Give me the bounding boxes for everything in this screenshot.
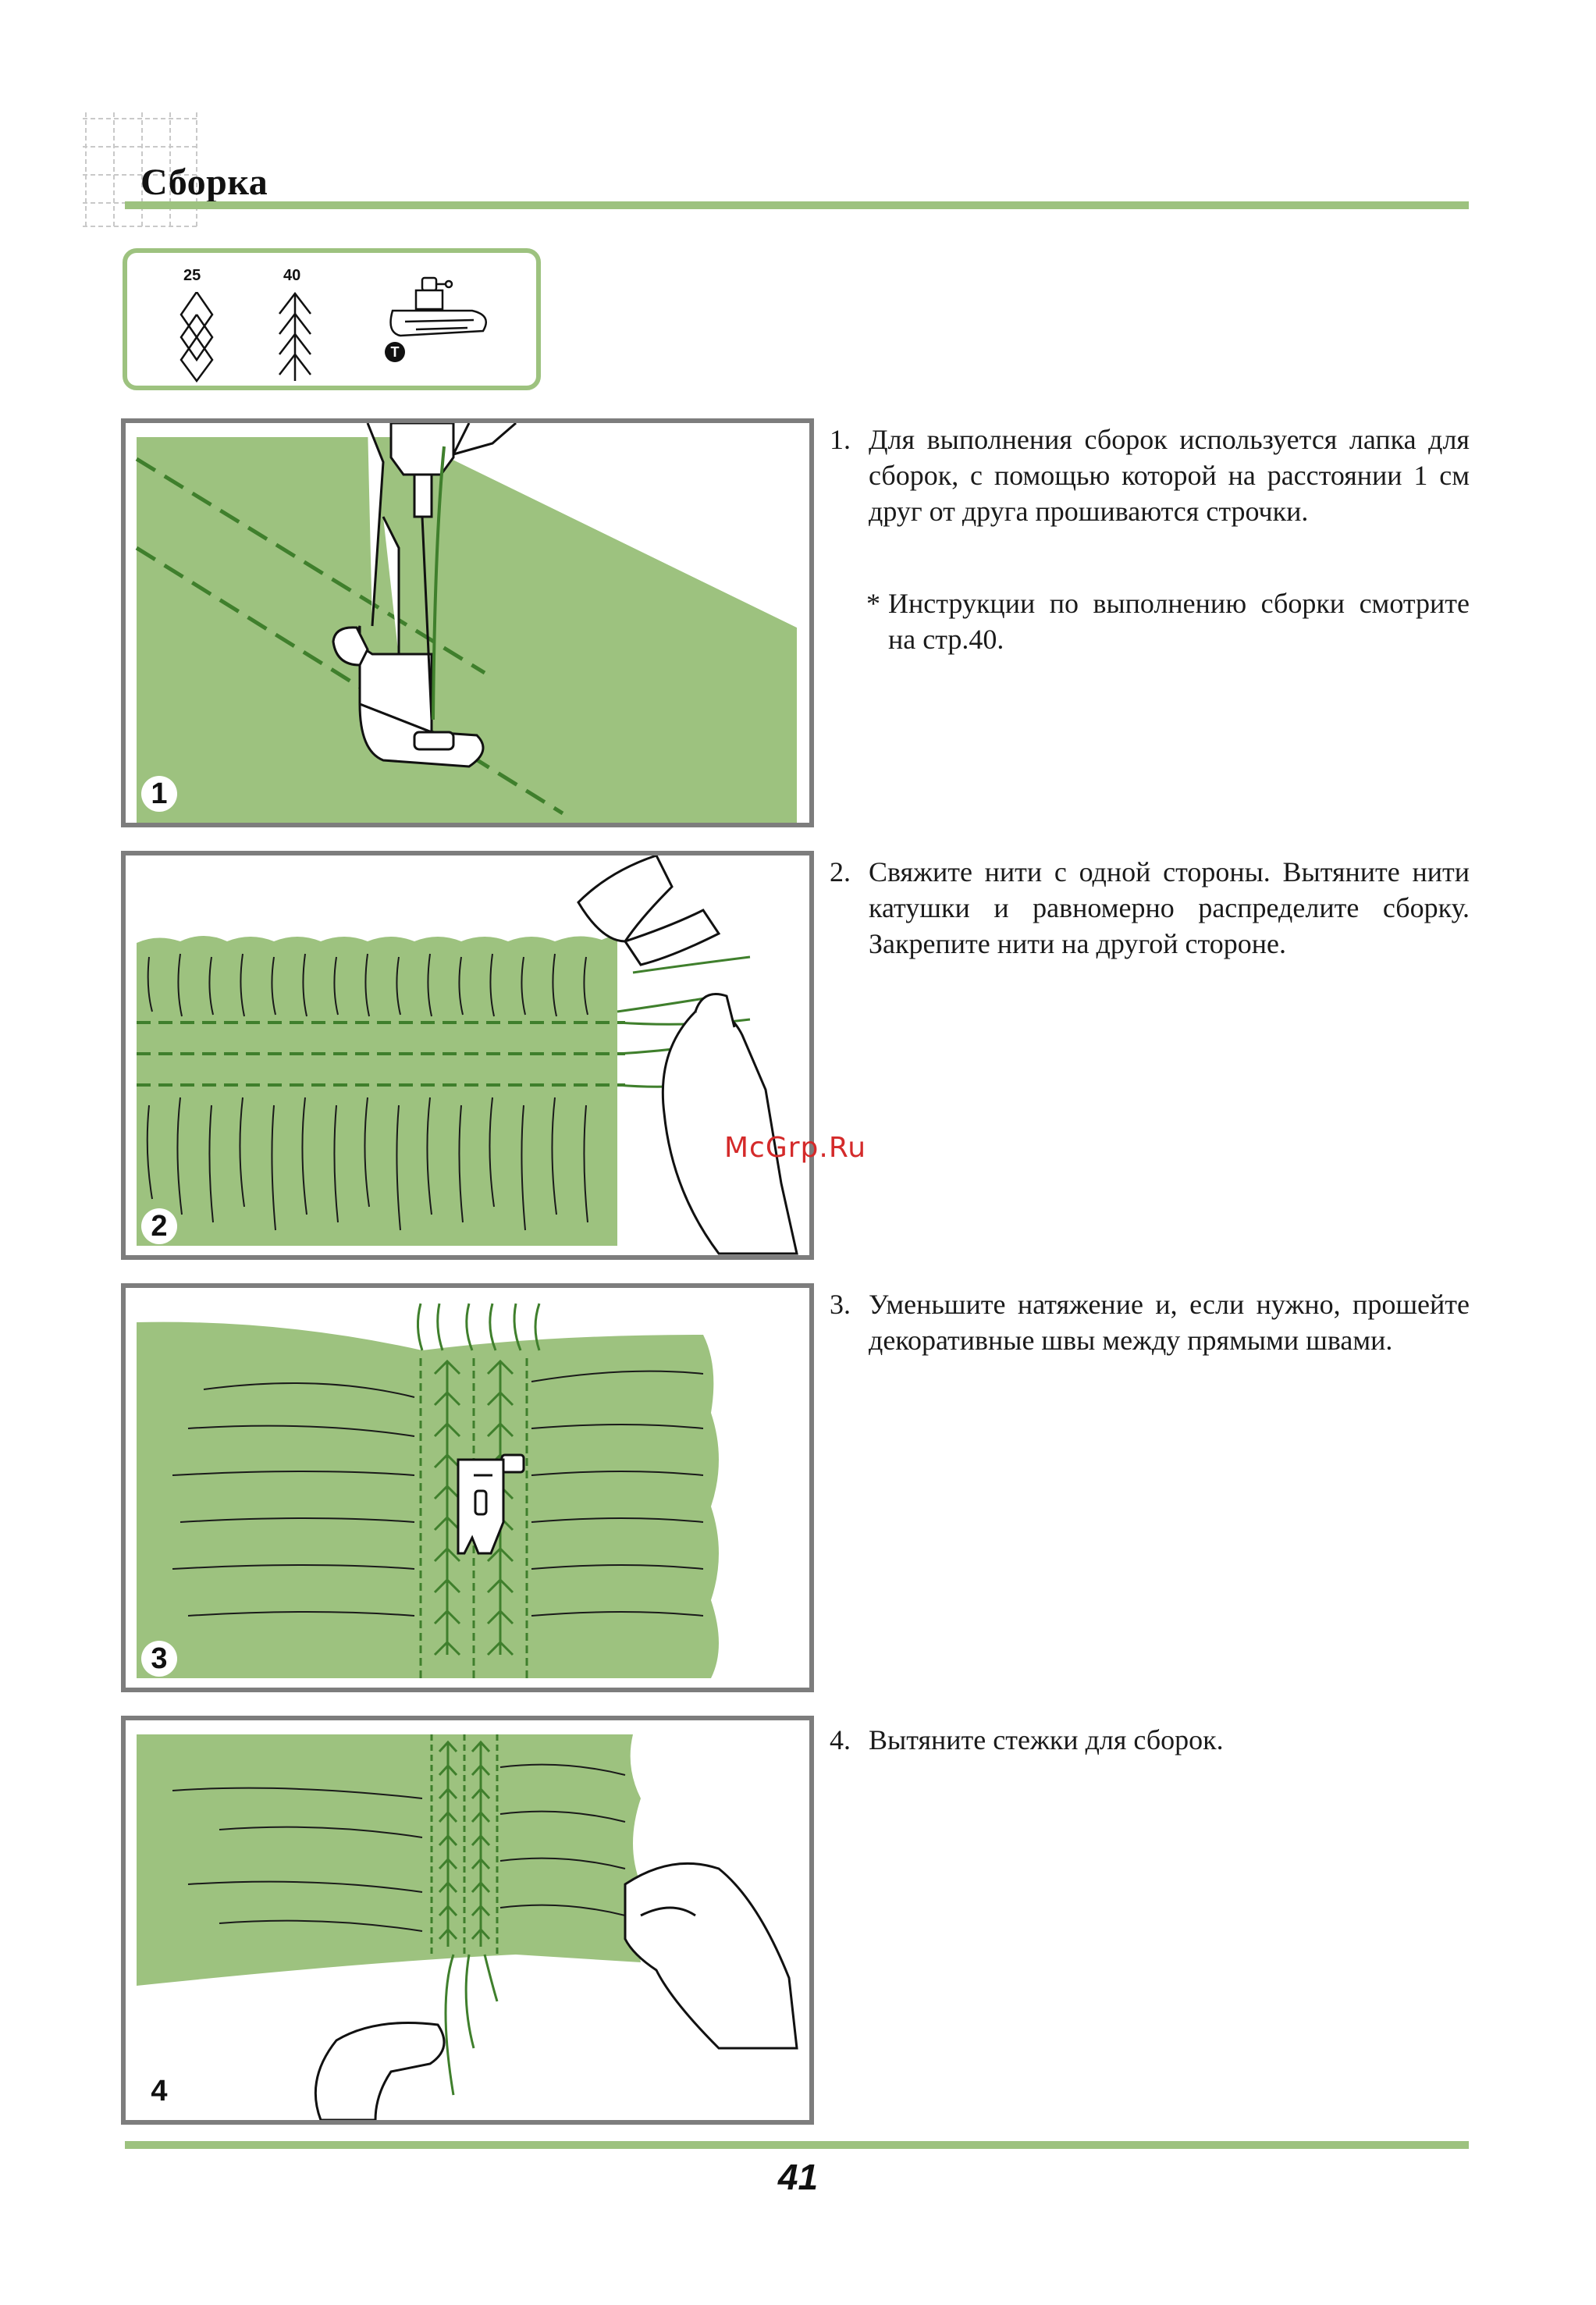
note-text: Инструкции по выполнению сборки смотрите… (888, 585, 1470, 657)
step-text-1: Для выполнения сборок используется лапка… (869, 422, 1470, 529)
pulling-stitches-illustration (126, 1720, 809, 2120)
illustration-panel-3: 3 (121, 1283, 814, 1692)
step-2: 2. Свяжите нити с одной стороны. Вытянит… (830, 854, 1470, 962)
illustration-panel-4: 4 (121, 1716, 814, 2125)
step-text-2: Свяжите нити с одной стороны. Вытяните н… (869, 854, 1470, 962)
step-number-1: 1. (830, 422, 851, 457)
illustration-panel-1: 1 (121, 418, 814, 827)
gathering-fabric-illustration (126, 855, 809, 1255)
panel-number-2: 2 (141, 1208, 177, 1244)
sewing-foot-illustration (126, 423, 809, 823)
diamond-stitch-icon (177, 292, 216, 382)
footer-rule (125, 2141, 1469, 2149)
step-text-3: Уменьшите натяжение и, если нужно, проше… (869, 1286, 1470, 1358)
step-number-3: 3. (830, 1286, 851, 1322)
watermark: McGrp.Ru (724, 1132, 866, 1164)
stitch-number-1: 25 (183, 267, 201, 285)
stitch-number-2: 40 (283, 267, 300, 285)
page-title: Сборка (140, 161, 268, 204)
panel-number-1: 1 (141, 776, 177, 812)
note-asterisk: * (866, 585, 880, 621)
step-number-4: 4. (830, 1722, 851, 1758)
presser-foot-icon (382, 273, 499, 382)
step-1: 1. Для выполнения сборок используется ла… (830, 422, 1470, 529)
panel-number-4: 4 (141, 2073, 177, 2109)
panel-number-3: 3 (141, 1641, 177, 1677)
herringbone-stitch-icon (275, 292, 315, 382)
stitch-settings-box: 25 40 T (123, 248, 541, 390)
step-4: 4. Вытяните стежки для сборок. (830, 1722, 1470, 1758)
decorative-stitching-illustration (126, 1288, 809, 1688)
step-text-4: Вытяните стежки для сборок. (869, 1722, 1470, 1758)
step-number-2: 2. (830, 854, 851, 890)
foot-letter-badge: T (385, 342, 405, 362)
illustration-panel-2: 2 (121, 851, 814, 1260)
step-3: 3. Уменьшите натяжение и, если нужно, пр… (830, 1286, 1470, 1358)
step-note: * Инструкции по выполнению сборки смотри… (866, 585, 1470, 657)
page-number: 41 (0, 2156, 1596, 2198)
header-rule (125, 201, 1469, 209)
